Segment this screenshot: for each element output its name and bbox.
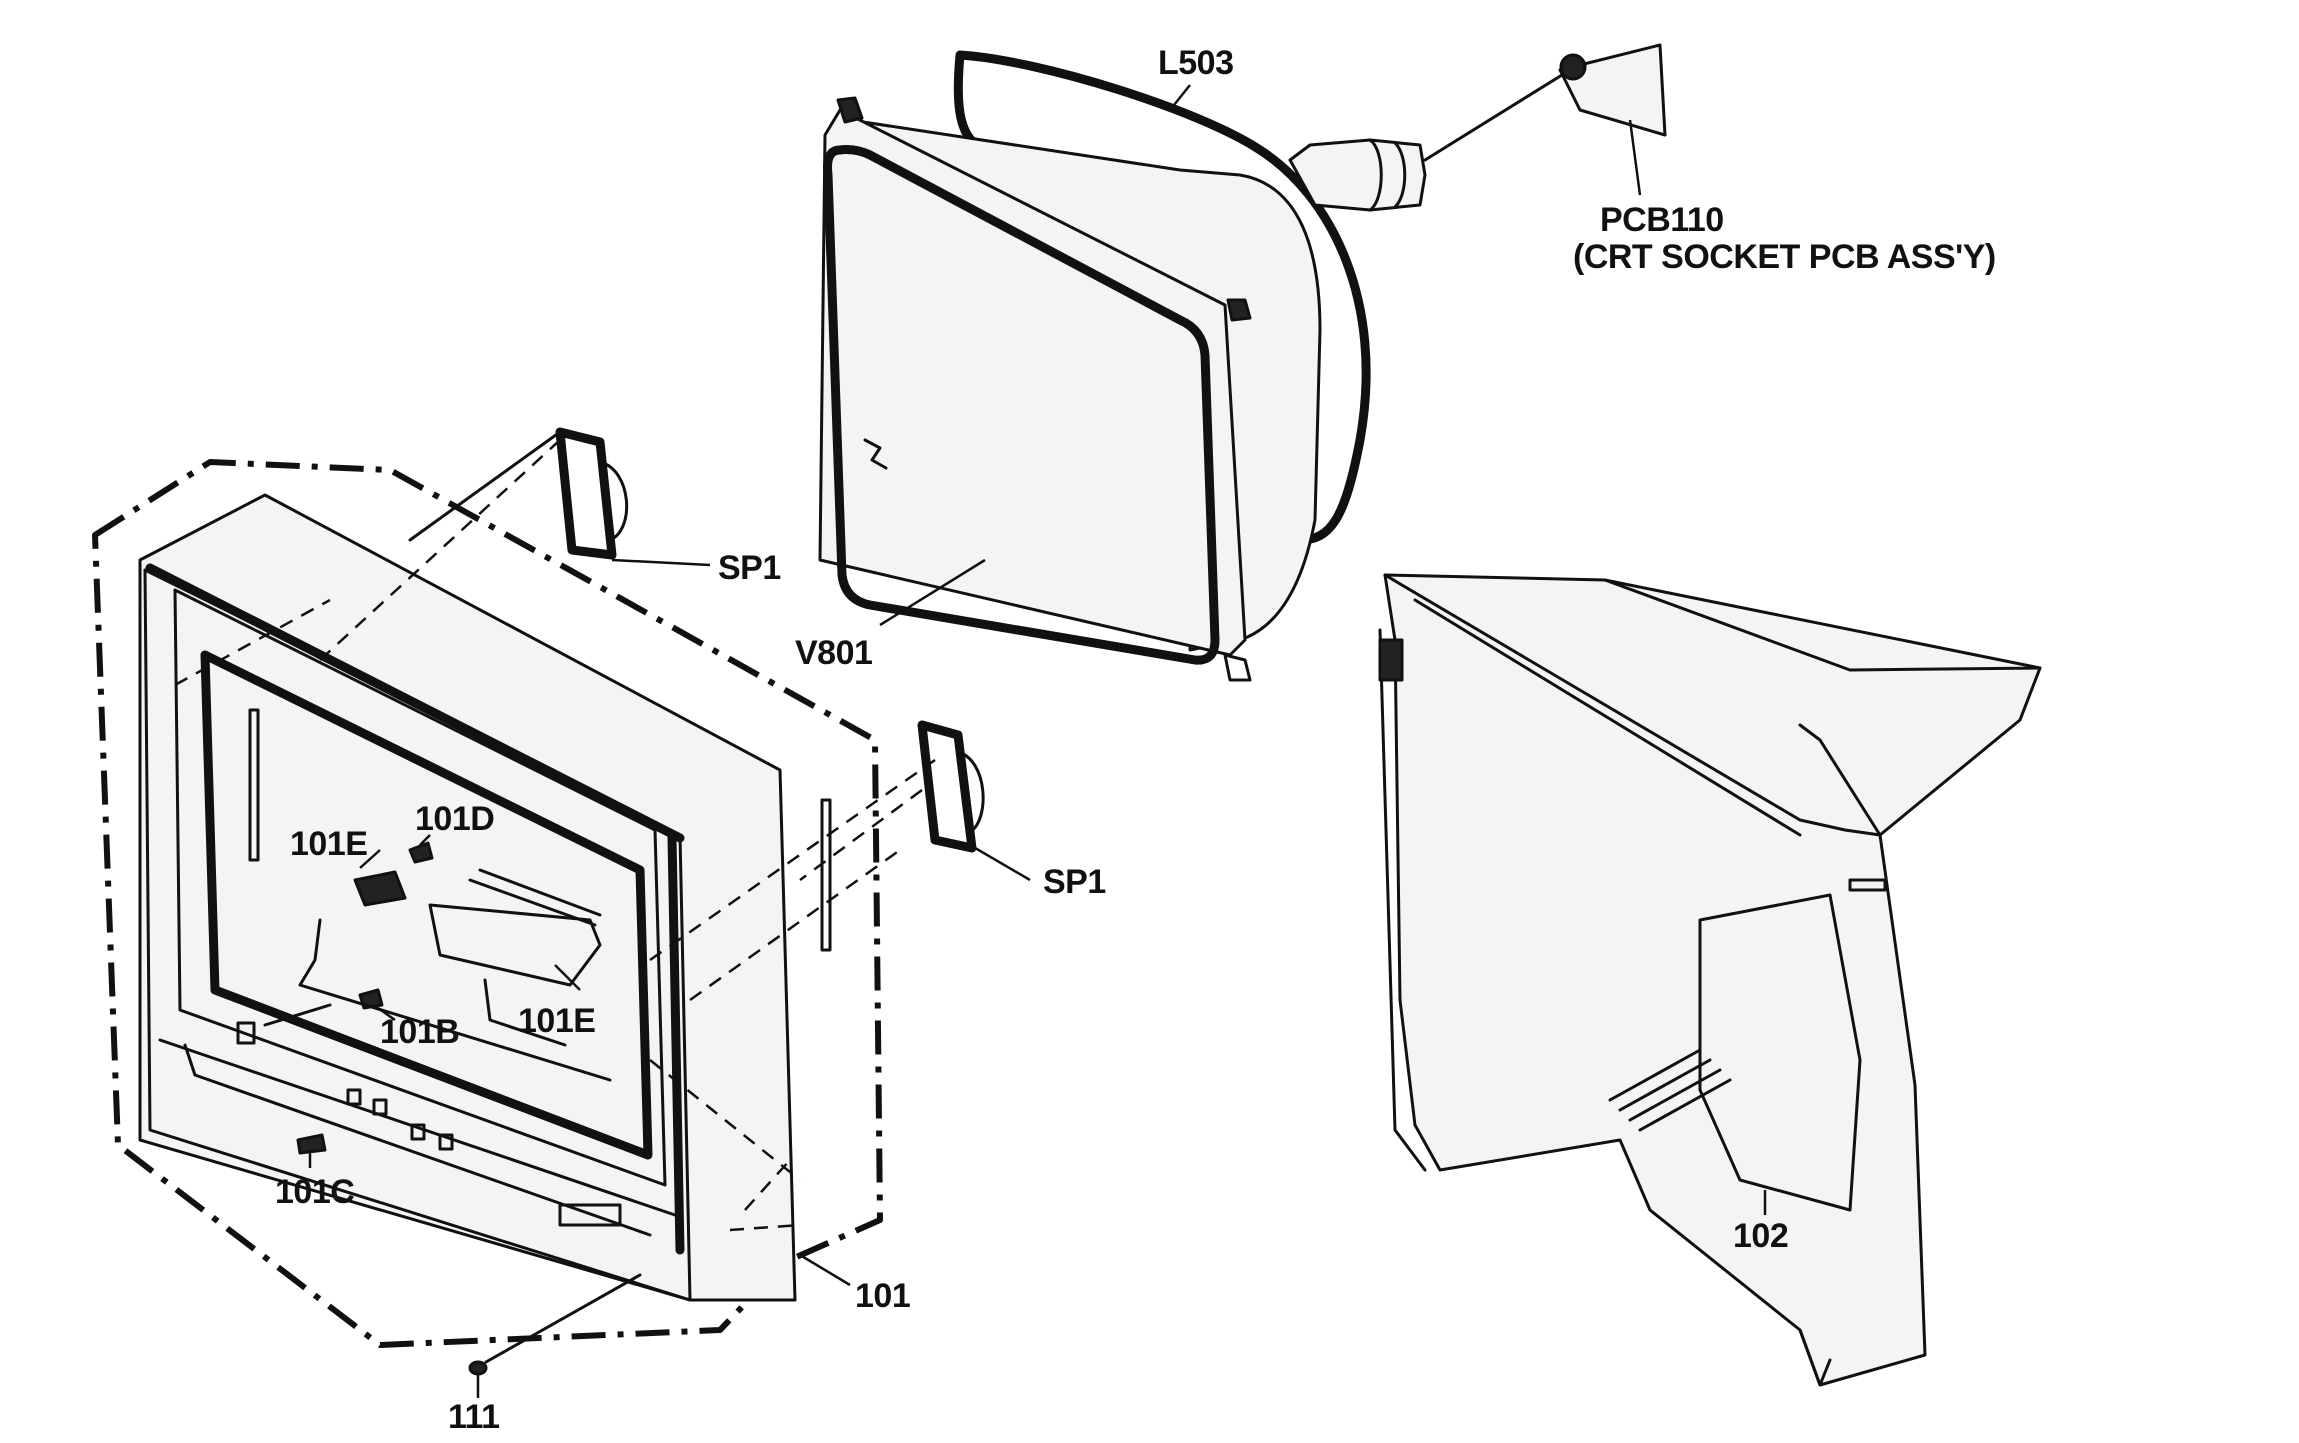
front-panel-button — [438, 1133, 454, 1151]
speaker-upper-wire — [408, 430, 562, 542]
front-cabinet-inner-slot — [248, 708, 260, 862]
crt-neck-ring — [1368, 138, 1407, 212]
cabinet-screw-line — [484, 1273, 642, 1364]
crt-neck — [1288, 138, 1427, 212]
front-cabinet-side-slot — [820, 798, 832, 952]
front-panel-button — [410, 1123, 426, 1141]
internal-pcb-101d — [408, 841, 434, 864]
crt-mounting-lug — [1226, 298, 1252, 322]
back-cover-shell — [1383, 573, 2042, 1387]
internal-pcb-101c — [296, 1133, 327, 1155]
label-101e-lower: 101E — [518, 1002, 595, 1040]
speaker-lower-frame — [917, 720, 977, 853]
front-panel-button — [372, 1098, 388, 1116]
label-v801: V801 — [795, 634, 872, 672]
back-cover-slot — [1848, 878, 1887, 892]
label-sp1-lower: SP1 — [1043, 863, 1106, 901]
speaker-lower — [799, 720, 985, 882]
label-pcb110-desc: (CRT SOCKET PCB ASS'Y) — [1573, 238, 1996, 276]
front-panel-button — [236, 1021, 256, 1045]
speaker-upper-frame — [555, 427, 617, 560]
label-l503: L503 — [1158, 44, 1234, 82]
leader-pcb110 — [1628, 119, 1642, 196]
back-cover-top-ridge — [1603, 578, 2042, 837]
speaker-lower-cone — [956, 750, 985, 834]
label-pcb110: PCB110 — [1600, 201, 1724, 239]
leader-101d — [419, 834, 431, 846]
back-cover — [1378, 573, 2042, 1387]
front-cabinet — [92, 439, 936, 1348]
crt-picture-tube — [818, 50, 1572, 682]
label-sp1-upper: SP1 — [718, 549, 781, 587]
crt-socket-connector — [1423, 68, 1572, 162]
crt-screen-face — [823, 145, 1220, 665]
leader-sp1-lower — [969, 843, 1031, 882]
internal-wiring — [263, 918, 612, 1082]
front-cabinet-top-trim — [145, 563, 685, 843]
crt-mounting-lug — [1223, 653, 1252, 682]
label-101d: 101D — [415, 800, 494, 838]
label-102: 102 — [1733, 1217, 1788, 1255]
speaker-upper — [408, 427, 629, 560]
back-cover-inner-floor — [1698, 893, 1862, 1212]
label-101c: 101C — [275, 1173, 354, 1211]
callout-labels: L503 PCB110 (CRT SOCKET PCB ASS'Y) V801 … — [275, 44, 1996, 1436]
speaker-lower-wire — [799, 788, 923, 882]
back-cover-ribs — [1608, 1048, 1732, 1132]
leader-v801 — [879, 558, 986, 627]
cabinet-screw — [468, 1273, 642, 1376]
leader-101 — [799, 1253, 851, 1287]
back-cover-rim — [1378, 573, 1882, 1172]
callout-leaders — [308, 84, 1767, 1398]
front-cabinet-bezel-inner — [173, 588, 667, 1187]
internal-pcb-101e-lower — [428, 903, 602, 987]
leader-101e-lower — [554, 964, 581, 991]
front-cabinet-side-trim — [667, 833, 685, 1255]
label-101b: 101B — [380, 1013, 459, 1051]
front-cabinet-screen-opening — [200, 650, 653, 1160]
socket-pcb-connector — [1559, 53, 1587, 81]
label-101: 101 — [855, 1277, 910, 1315]
crt-logo-mark — [863, 438, 888, 470]
front-cabinet-hidden-lines — [174, 439, 936, 1232]
crt-socket-pcb — [1558, 43, 1667, 137]
crt-mounting-lug — [836, 96, 864, 124]
front-cabinet-assembly-outline — [92, 459, 883, 1348]
leader-101e-upper — [359, 849, 381, 869]
leader-l503 — [1169, 84, 1191, 111]
front-panel-logo-plate — [558, 1203, 622, 1227]
back-cover-foot — [1798, 1328, 1832, 1387]
internal-pcb-strip — [468, 868, 602, 927]
back-cover-clip — [1378, 638, 1404, 682]
front-panel-button — [346, 1088, 362, 1106]
leader-sp1-upper — [611, 558, 711, 567]
internal-pcb-101e-upper — [353, 870, 407, 907]
label-111: 111 — [448, 1398, 499, 1436]
leader-101b — [377, 1006, 396, 1022]
front-cabinet-body — [138, 493, 797, 1302]
cabinet-screw-head — [468, 1360, 488, 1376]
label-101e-upper: 101E — [290, 825, 367, 863]
front-cabinet-control-strip — [158, 1038, 677, 1237]
speaker-upper-cone — [598, 460, 629, 542]
